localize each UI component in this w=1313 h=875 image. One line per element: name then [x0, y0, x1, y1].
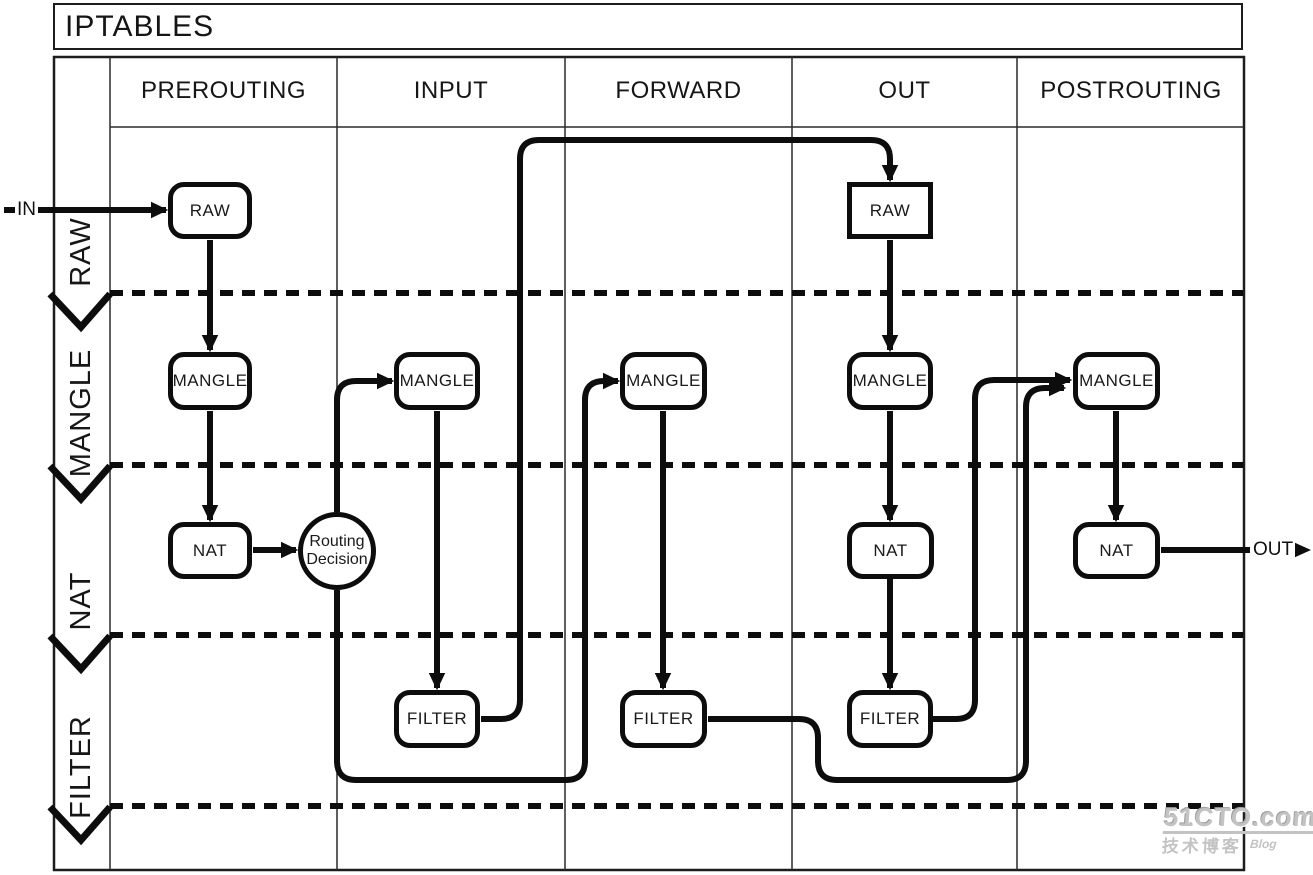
row-chevron-icon — [47, 633, 113, 675]
table-outer-border — [52, 55, 1246, 872]
watermark-tagline: 技术博客 — [1161, 837, 1243, 856]
node-out-filter: FILTER — [847, 690, 933, 748]
node-out-nat: NAT — [847, 522, 934, 579]
arrow-input-filter-to-out-raw — [481, 137, 899, 722]
arrow-routing-decision-to-forward-mangle — [334, 372, 621, 783]
routing-decision-node: Routing Decision — [298, 512, 376, 590]
watermark: 51CTO.com 技术博客 Blog — [1161, 802, 1313, 856]
node-input-filter: FILTER — [394, 690, 480, 748]
watermark-brand: 51CTO.com — [1162, 802, 1313, 834]
column-header-postrouting: POSTROUTING — [1040, 77, 1222, 104]
out-arrowhead-icon — [1291, 541, 1311, 559]
arrow-forward-filter-to-postrouting-mangle — [708, 379, 1067, 783]
in-label: IN — [15, 199, 38, 221]
column-header-forward: FORWARD — [615, 77, 742, 104]
column-header-prerouting: PREROUTING — [140, 77, 306, 104]
column-header-out: OUT — [878, 77, 931, 104]
routing-decision-line1: Routing — [309, 533, 365, 550]
row-chevron-icon — [47, 291, 113, 333]
row-label-mangle: MANGLE — [65, 348, 97, 478]
row-label-raw: RAW — [65, 217, 97, 287]
node-out-raw: RAW — [847, 182, 933, 239]
node-out-mangle: MANGLE — [847, 352, 933, 410]
title-bar: IPTABLES — [53, 3, 1243, 50]
watermark-blog: Blog — [1249, 837, 1278, 851]
node-prerouting-raw: RAW — [168, 182, 252, 239]
node-postrouting-nat: NAT — [1073, 522, 1160, 579]
row-label-nat: NAT — [65, 571, 97, 631]
node-postrouting-mangle: MANGLE — [1073, 352, 1160, 410]
node-input-mangle: MANGLE — [394, 352, 480, 410]
arrow-out-filter-to-postrouting-mangle — [933, 371, 1073, 722]
node-prerouting-nat: NAT — [168, 522, 252, 579]
row-label-filter: FILTER — [65, 715, 97, 819]
row-chevron-icon — [47, 463, 113, 505]
node-forward-mangle: MANGLE — [620, 352, 707, 410]
out-label: OUT — [1251, 539, 1296, 561]
column-header-input: INPUT — [413, 77, 489, 104]
node-forward-filter: FILTER — [620, 690, 707, 748]
node-prerouting-mangle: MANGLE — [168, 352, 252, 410]
arrow-routing-decision-to-input-mangle — [334, 372, 395, 512]
routing-decision-line2: Decision — [306, 551, 368, 568]
diagram-title: IPTABLES — [65, 9, 215, 43]
row-chevron-icon — [47, 804, 113, 846]
